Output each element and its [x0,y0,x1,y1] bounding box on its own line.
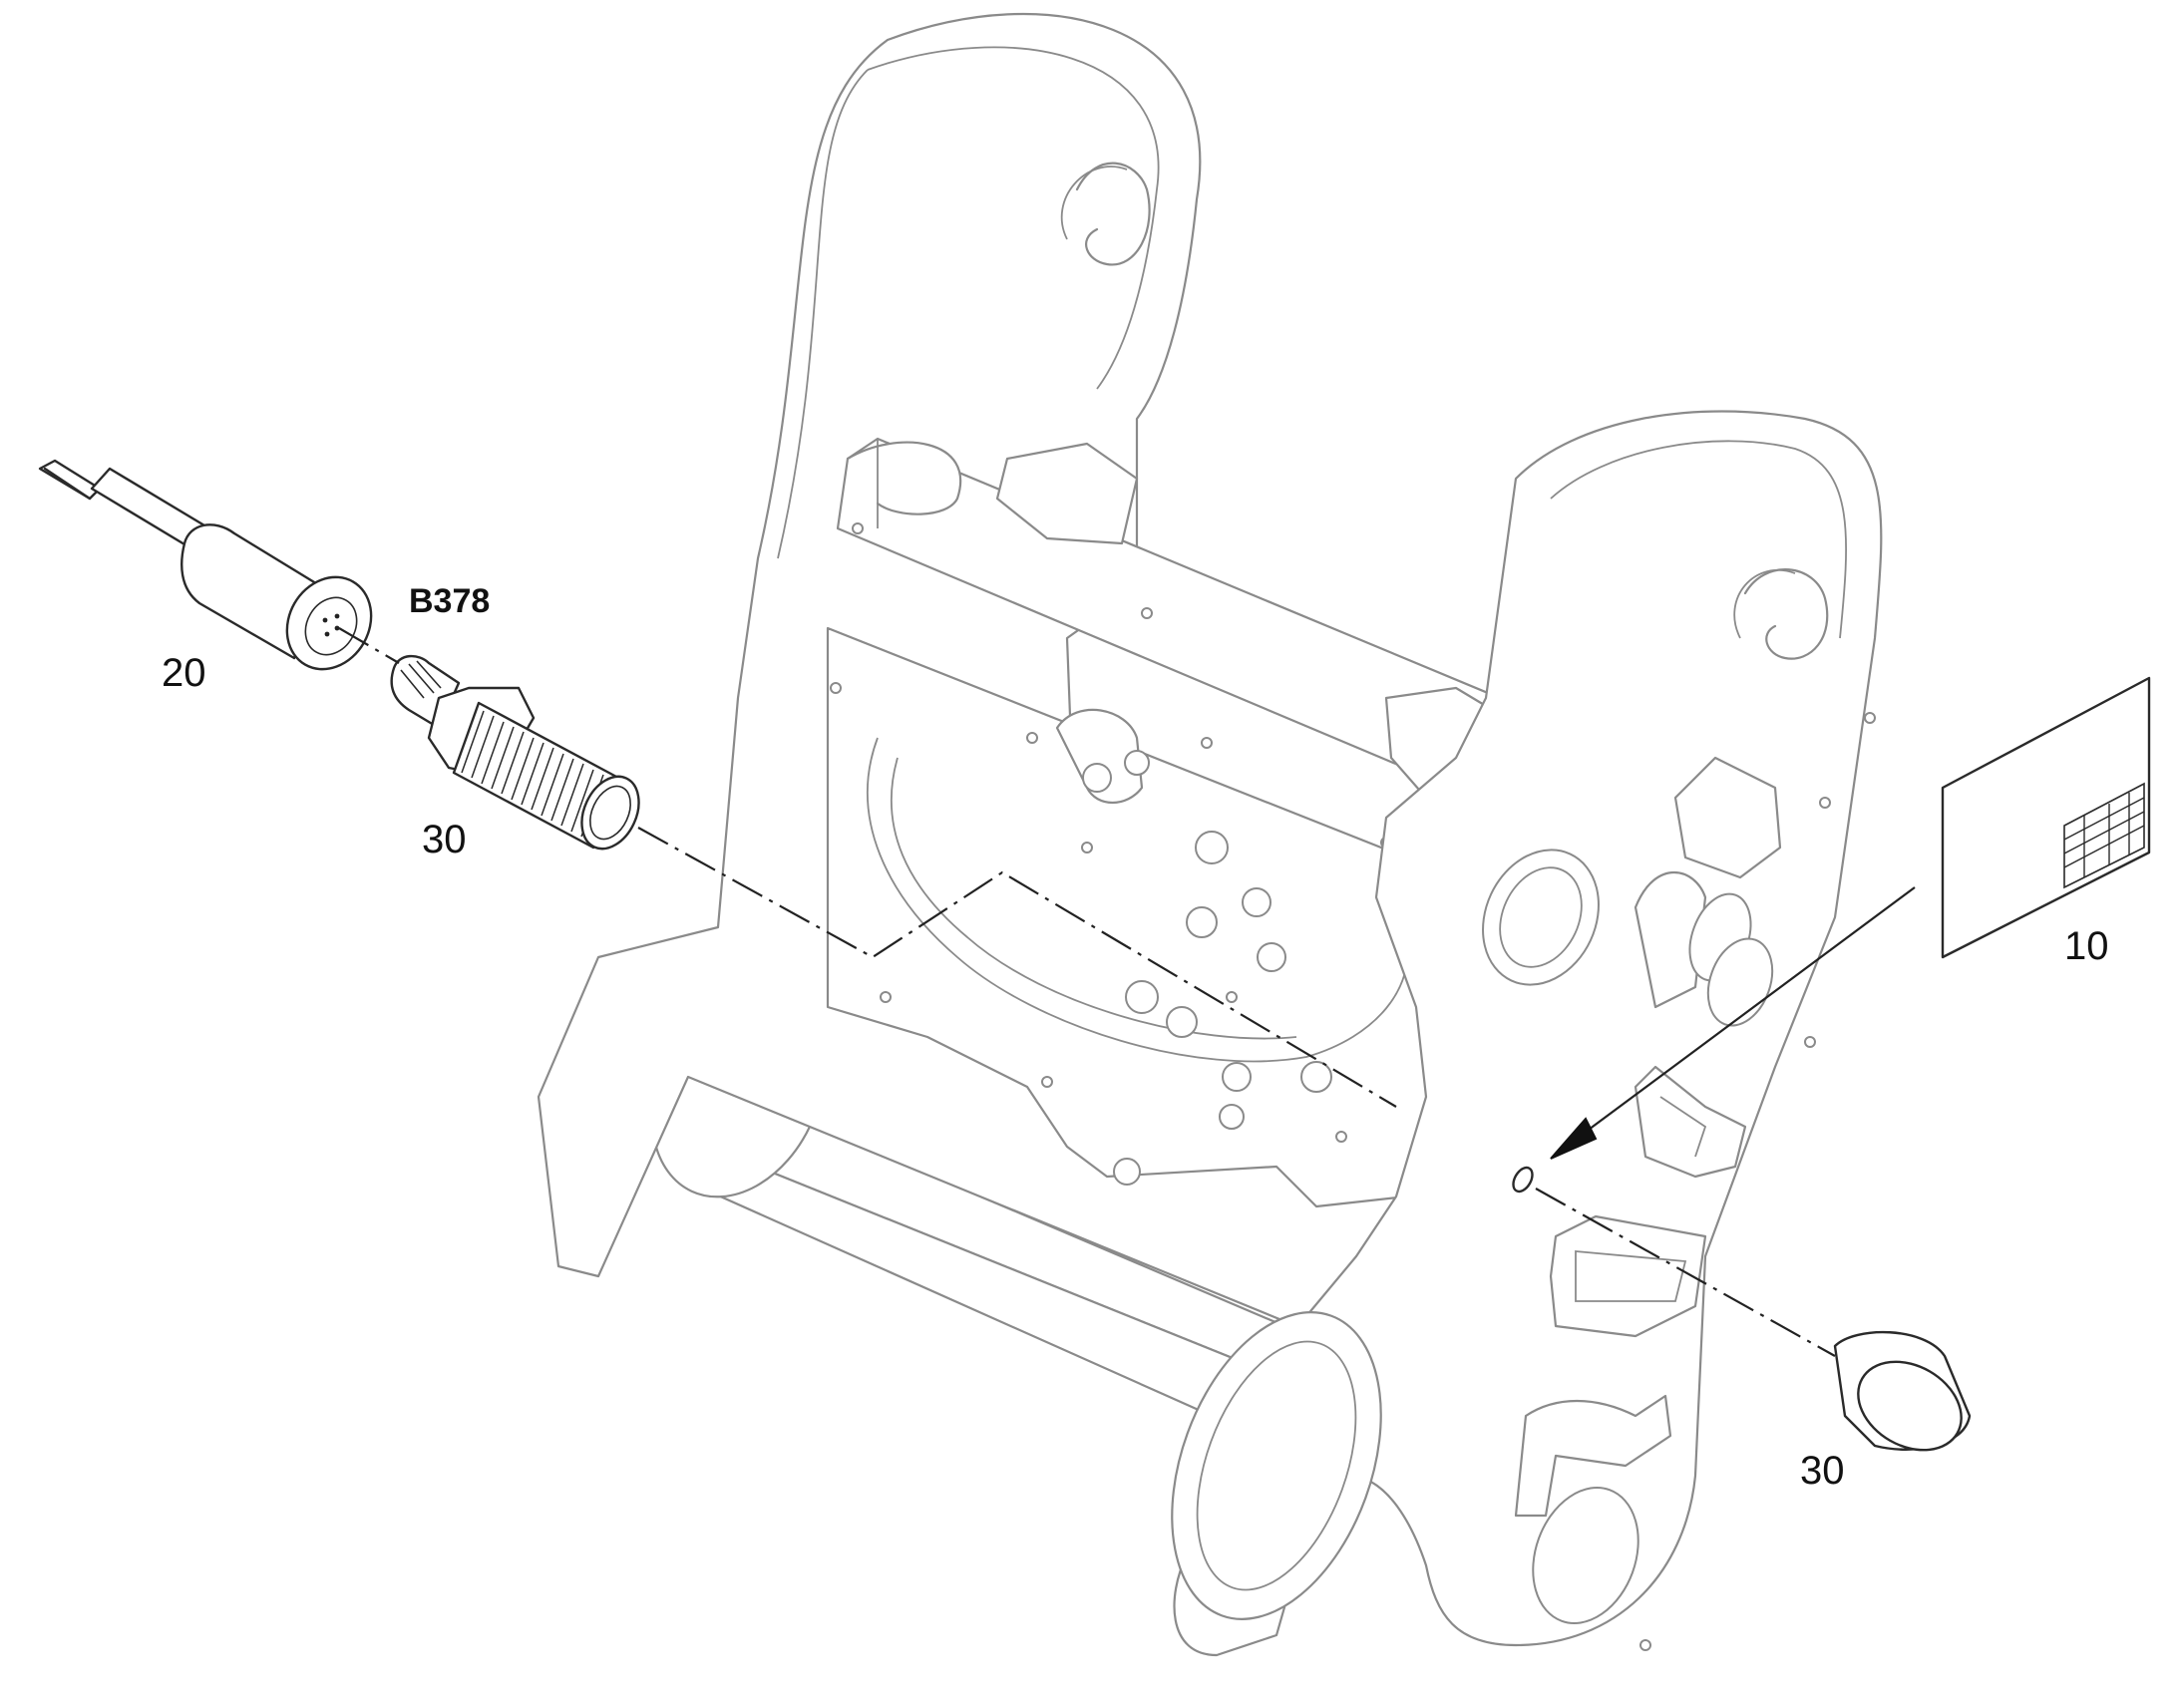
decal [1941,676,2151,959]
right-lower-boss [1171,1311,1382,1620]
center-web-plate [826,522,1438,1208]
callout-plug: 30 [1800,1449,1845,1493]
callout-sensor: 30 [422,818,467,861]
protective-plug [1833,1330,1972,1452]
callout-cable-connector: 20 [162,651,206,695]
callout-sensor-id: B378 [409,582,490,620]
sensor-port-hole [1512,1166,1534,1194]
callout-decal: 10 [2064,924,2109,968]
explosion-lines [338,627,1916,1357]
cable-connector [38,459,373,671]
proximity-sensor [390,654,640,851]
quick-coupler-frame [537,12,1883,1657]
